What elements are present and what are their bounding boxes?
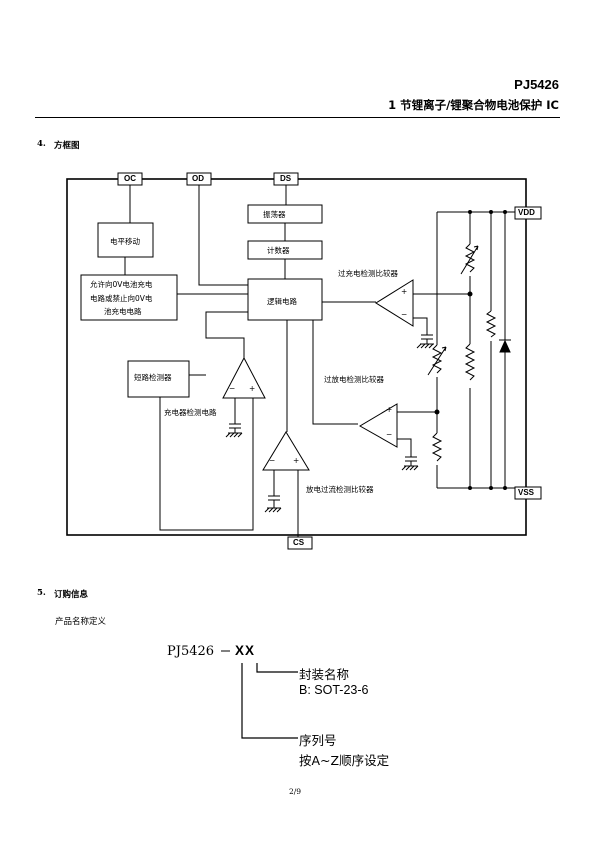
oca-plus-sign: + xyxy=(293,456,300,465)
pin-ds: DS xyxy=(280,174,292,183)
oca-minus-sign: − xyxy=(269,456,276,465)
wire-occ-minus xyxy=(413,317,428,335)
cap-ground-cd xyxy=(225,423,243,438)
cap-ground-occ xyxy=(416,334,434,349)
part-suffix: XX xyxy=(235,643,256,658)
header-model: PJ5426 xyxy=(514,77,559,92)
zero-v-box xyxy=(80,274,178,321)
dot-occ xyxy=(467,291,473,297)
header-rule xyxy=(35,117,560,118)
occ-plus-sign: + xyxy=(401,287,408,296)
opamp-overcurrent xyxy=(262,431,310,471)
trim-arrow-1 xyxy=(460,245,479,275)
dot-odc xyxy=(434,409,440,415)
resistor-vdd-mid xyxy=(464,243,476,273)
package-value: B: SOT-23-6 xyxy=(299,683,369,697)
opamp-overcharge xyxy=(375,279,414,327)
resistor-left-upper xyxy=(431,344,443,374)
page-number: 2/9 xyxy=(289,787,302,796)
resistor-mid-low xyxy=(464,343,476,381)
short-detect-box xyxy=(127,360,190,398)
header-subtitle: 1 节锂离子/锂聚合物电池保护 IC xyxy=(388,98,559,112)
odc-plus-sign: + xyxy=(386,405,393,414)
trim-arrow-2 xyxy=(427,346,447,376)
overdischarge-cmp-label: 过放电检测比较器 xyxy=(324,375,384,384)
wire-odc-minus xyxy=(397,438,412,457)
diode xyxy=(499,339,511,353)
serial-value: 按A~Z顺序设定 xyxy=(299,753,390,768)
section-4-title: 方框图 xyxy=(54,141,80,151)
level-shift-label: 电平移动 xyxy=(110,237,140,246)
cap-ground-odc xyxy=(401,456,419,471)
serial-title: 序列号 xyxy=(299,733,337,748)
pin-od: OD xyxy=(192,174,204,183)
cd-plus-sign: + xyxy=(249,384,256,393)
overcharge-cmp-label: 过充电检测比较器 xyxy=(338,269,398,278)
package-title: 封装名称 xyxy=(299,667,350,682)
opamp-overdischarge xyxy=(359,403,398,448)
logic-label: 逻辑电路 xyxy=(267,297,297,306)
product-name-definition: 产品名称定义 xyxy=(55,617,107,627)
wire-od xyxy=(198,185,248,286)
pin-box-cs xyxy=(287,536,313,550)
cd-minus-sign: − xyxy=(229,384,236,393)
cap-ground-oca xyxy=(264,495,282,513)
part-number: PJ5426 xyxy=(167,644,215,659)
serial-callout-line xyxy=(241,663,298,739)
overcurrent-cmp-label: 放电过流检测比较器 xyxy=(306,485,374,494)
occ-minus-sign: − xyxy=(401,310,408,319)
pin-vss: VSS xyxy=(518,488,535,497)
pin-vdd: VDD xyxy=(518,208,535,217)
odc-minus-sign: − xyxy=(386,430,393,439)
section-4-number: 4. xyxy=(37,139,46,149)
resistor-left-lower xyxy=(431,432,443,462)
resistor-right xyxy=(485,310,497,338)
pin-oc: OC xyxy=(124,174,136,183)
wire-odc-logic xyxy=(312,320,358,425)
opamp-charger xyxy=(222,356,266,399)
pin-cs: CS xyxy=(293,538,305,547)
short-detect-label: 短路检测器 xyxy=(134,373,172,382)
zero-v-line1: 允许向0V电池充电 xyxy=(90,280,153,289)
wire-cd-plus xyxy=(159,397,254,531)
charger-detect-label: 充电器检测电路 xyxy=(164,408,217,417)
section-5-title: 订购信息 xyxy=(54,590,89,600)
diagram-frame xyxy=(66,178,527,536)
wire-charger-logic xyxy=(205,311,248,358)
section-5-number: 5. xyxy=(37,588,46,598)
zero-v-line2: 电路或禁止向0V电 xyxy=(90,294,153,303)
pin-box-vss xyxy=(514,486,542,500)
oscillator-label: 振荡器 xyxy=(263,210,286,219)
counter-label: 计数器 xyxy=(267,246,290,255)
package-callout-line xyxy=(256,663,298,673)
zero-v-line3: 池充电电路 xyxy=(104,307,142,316)
pin-box-vdd xyxy=(514,206,542,220)
